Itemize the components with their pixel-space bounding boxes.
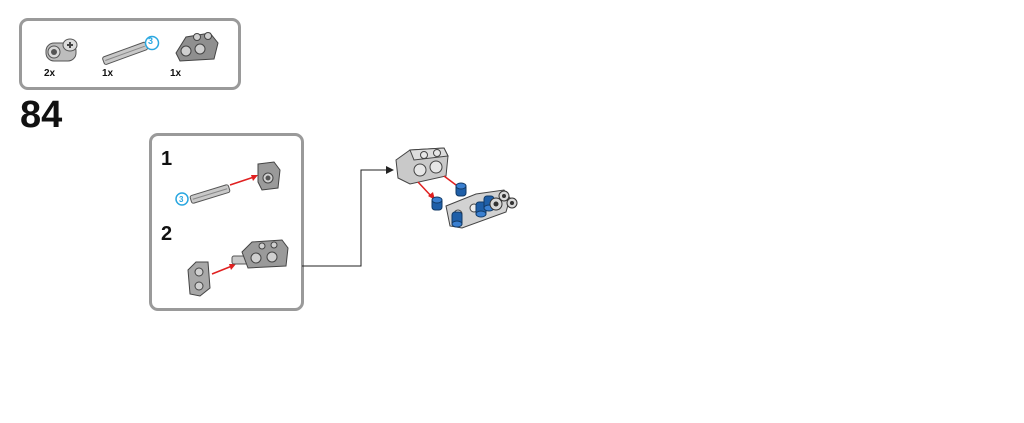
part-qty: 1x [170, 68, 182, 79]
blue-pin [431, 196, 443, 211]
callout-connector-line [302, 169, 388, 267]
step-number: 84 [20, 94, 63, 136]
substep-1-illustration [175, 161, 281, 206]
substep-label: 2 [161, 223, 173, 245]
beam-connector-icon [175, 32, 219, 62]
subassembly-panel: 1 2 3 [149, 133, 304, 311]
parts-list-panel: 2x 3 1x 1x [19, 18, 241, 90]
blue-pin [451, 211, 463, 228]
length-badge-label: 3 [148, 36, 154, 46]
beam-connector-part [395, 147, 449, 185]
grey-pin [498, 190, 510, 202]
part-qty: 1x [102, 68, 114, 79]
insert-arrow [417, 181, 433, 198]
blue-pin [455, 182, 467, 197]
substep-label: 1 [161, 148, 173, 170]
callout-arrowhead [386, 166, 394, 174]
substep-2-illustration [187, 239, 289, 297]
length-badge-label: 3 [179, 195, 184, 204]
grey-pin [489, 197, 503, 211]
length-badge-icon [144, 35, 160, 51]
part-qty: 2x [44, 68, 56, 79]
cross-axle-connector-icon [45, 38, 78, 62]
grey-pin [506, 197, 518, 209]
